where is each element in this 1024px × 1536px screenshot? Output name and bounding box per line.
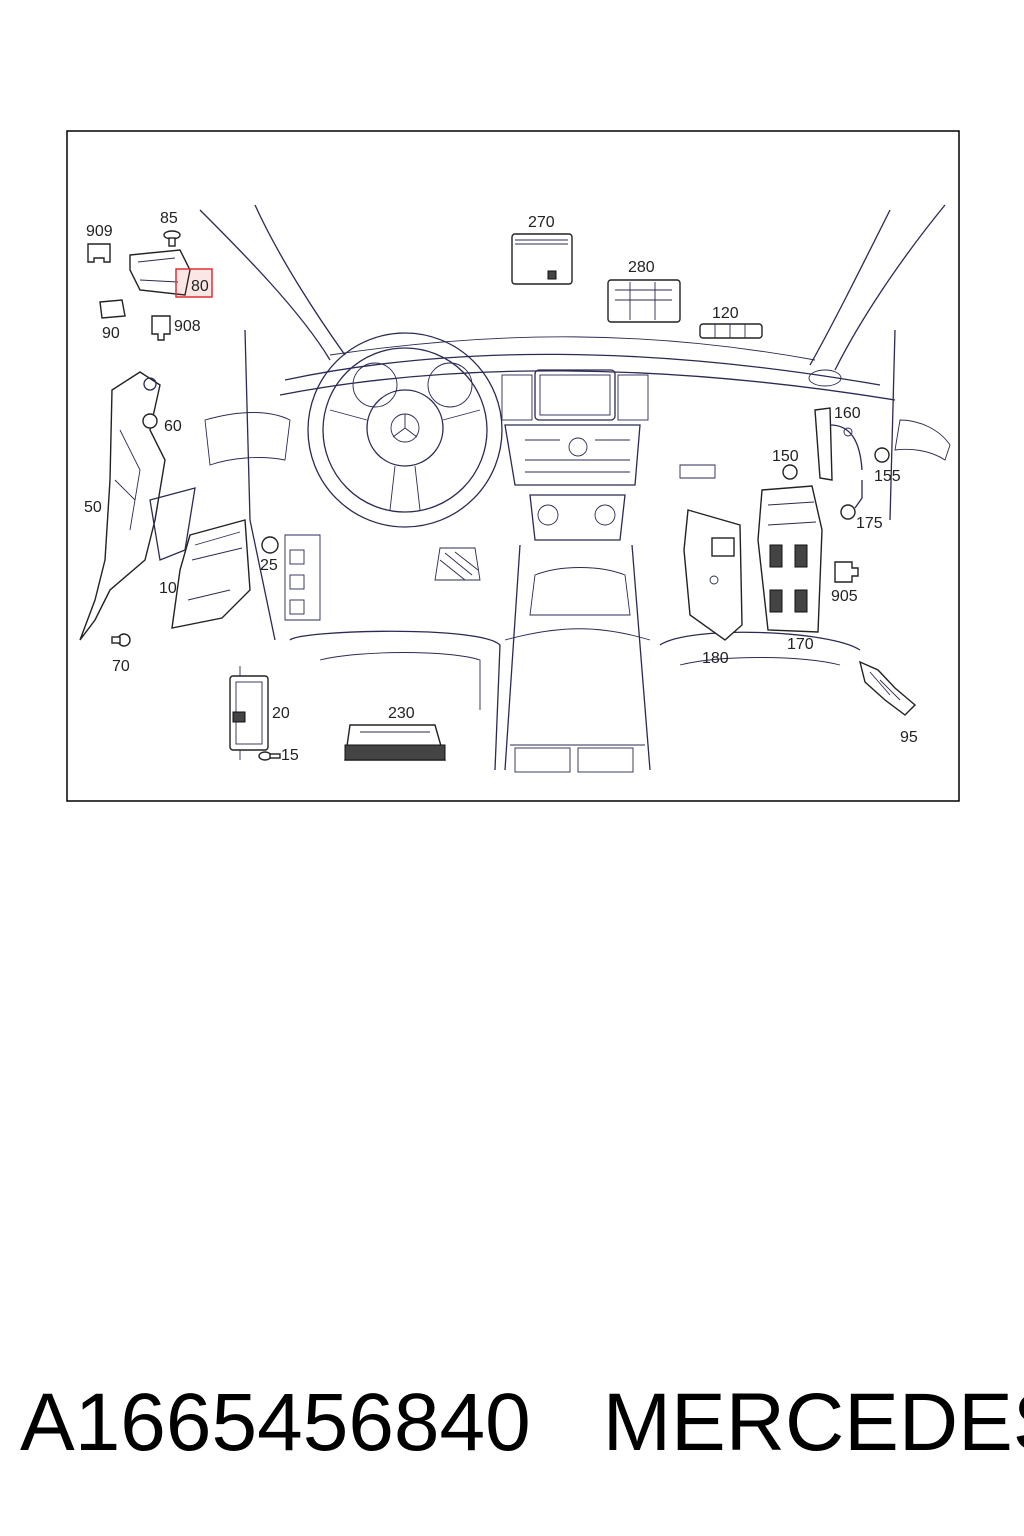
callout-908[interactable]: 908: [174, 318, 201, 335]
callout-230[interactable]: 230: [388, 705, 415, 722]
part-155-nut: [874, 447, 890, 463]
part-number: A1665456840: [20, 1377, 531, 1468]
part-175-bolt: [840, 480, 863, 520]
dashboard-drawing: [199, 204, 951, 773]
callout-10[interactable]: 10: [159, 580, 177, 597]
part-270-module: [511, 233, 573, 285]
part-909-symbol: [87, 243, 111, 263]
callout-155[interactable]: 155: [874, 468, 901, 485]
callout-80[interactable]: 80: [191, 278, 209, 295]
part-70-bolt: [111, 633, 131, 647]
callout-70[interactable]: 70: [112, 658, 130, 675]
callout-270[interactable]: 270: [528, 214, 555, 231]
callout-15[interactable]: 15: [281, 747, 299, 764]
part-60-nut: [142, 413, 158, 429]
part-85-screw: [163, 230, 181, 247]
footer-caption: A1665456840 MERCEDES: [20, 1368, 1024, 1478]
part-180-control-unit: [683, 509, 743, 641]
part-95-bracket: [858, 660, 917, 716]
callout-905[interactable]: 905: [831, 588, 858, 605]
highlight-box-80: [175, 268, 213, 298]
part-10-control-unit: [149, 487, 251, 629]
callout-50[interactable]: 50: [84, 499, 102, 516]
part-25-nut: [261, 536, 279, 554]
callout-85[interactable]: 85: [160, 210, 178, 227]
part-20-control-unit: [229, 666, 269, 760]
callout-170[interactable]: 170: [787, 636, 814, 653]
part-908-symbol: [151, 315, 171, 341]
part-15-screw: [258, 751, 281, 761]
callout-150[interactable]: 150: [772, 448, 799, 465]
callout-20[interactable]: 20: [272, 705, 290, 722]
part-230-module: [344, 724, 446, 761]
callout-25[interactable]: 25: [260, 557, 278, 574]
part-150-nut: [782, 464, 798, 480]
brand-name: MERCEDES: [602, 1377, 1024, 1468]
part-90-clip: [99, 299, 126, 319]
part-905-symbol: [834, 561, 859, 583]
part-170-control-unit: [757, 485, 823, 633]
part-160-bracket: [814, 407, 863, 481]
part-80-bracket: [129, 249, 191, 296]
callout-120[interactable]: 120: [712, 305, 739, 322]
part-50-bracket: [79, 371, 166, 641]
callout-180[interactable]: 180: [702, 650, 729, 667]
callout-175[interactable]: 175: [856, 515, 883, 532]
part-120-connector: [699, 323, 763, 339]
callout-60[interactable]: 60: [164, 418, 182, 435]
callout-95[interactable]: 95: [900, 729, 918, 746]
callout-90[interactable]: 90: [102, 325, 120, 342]
part-280-module: [607, 279, 681, 323]
callout-280[interactable]: 280: [628, 259, 655, 276]
callout-909[interactable]: 909: [86, 223, 113, 240]
callout-160[interactable]: 160: [834, 405, 861, 422]
